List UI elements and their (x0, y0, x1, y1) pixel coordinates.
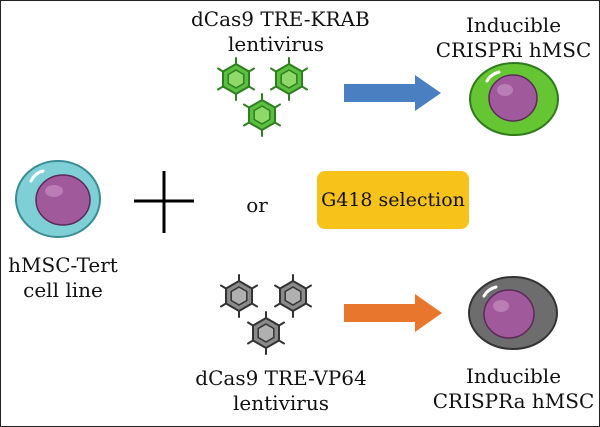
crispra-cell-label-line2: CRISPRa hMSC (432, 389, 595, 413)
plus-icon (134, 171, 194, 233)
g418-selection-box: G418 selection (317, 171, 469, 229)
krab-virus-label-line1: dCas9 TRE-KRAB (191, 7, 370, 31)
vp64-virus-icon (220, 274, 312, 355)
krab-virus-icon (217, 57, 308, 137)
vp64-virus-label-line2: lentivirus (233, 391, 329, 415)
krab-virus-label-line2: lentivirus (228, 32, 324, 56)
arrow-right-icon (344, 294, 442, 332)
host-cell-label: hMSC-Tert cell line (3, 253, 123, 303)
or-label: or (246, 193, 268, 217)
crispra-cell-icon (468, 276, 558, 350)
vp64-virus-label: dCas9 TRE-VP64 lentivirus (191, 366, 371, 416)
g418-selection-label: G418 selection (321, 189, 465, 211)
krab-virus-label: dCas9 TRE-KRAB lentivirus (191, 7, 370, 57)
host-cell-label-line2: cell line (23, 278, 103, 302)
crispra-cell-label-line1: Inducible (465, 364, 562, 388)
crispri-cell-label-line1: Inducible (465, 13, 562, 37)
crispri-cell-icon (469, 62, 559, 136)
crispri-cell-label-line2: CRISPRi hMSC (435, 38, 592, 62)
vp64-virus-label-line1: dCas9 TRE-VP64 (195, 366, 367, 390)
host-cell-icon (15, 160, 101, 238)
crispri-cell-label: Inducible CRISPRi hMSC (431, 13, 596, 63)
crispra-cell-label: Inducible CRISPRa hMSC (431, 364, 596, 414)
host-cell-label-line1: hMSC-Tert (8, 253, 118, 277)
arrow-right-icon (344, 75, 441, 111)
